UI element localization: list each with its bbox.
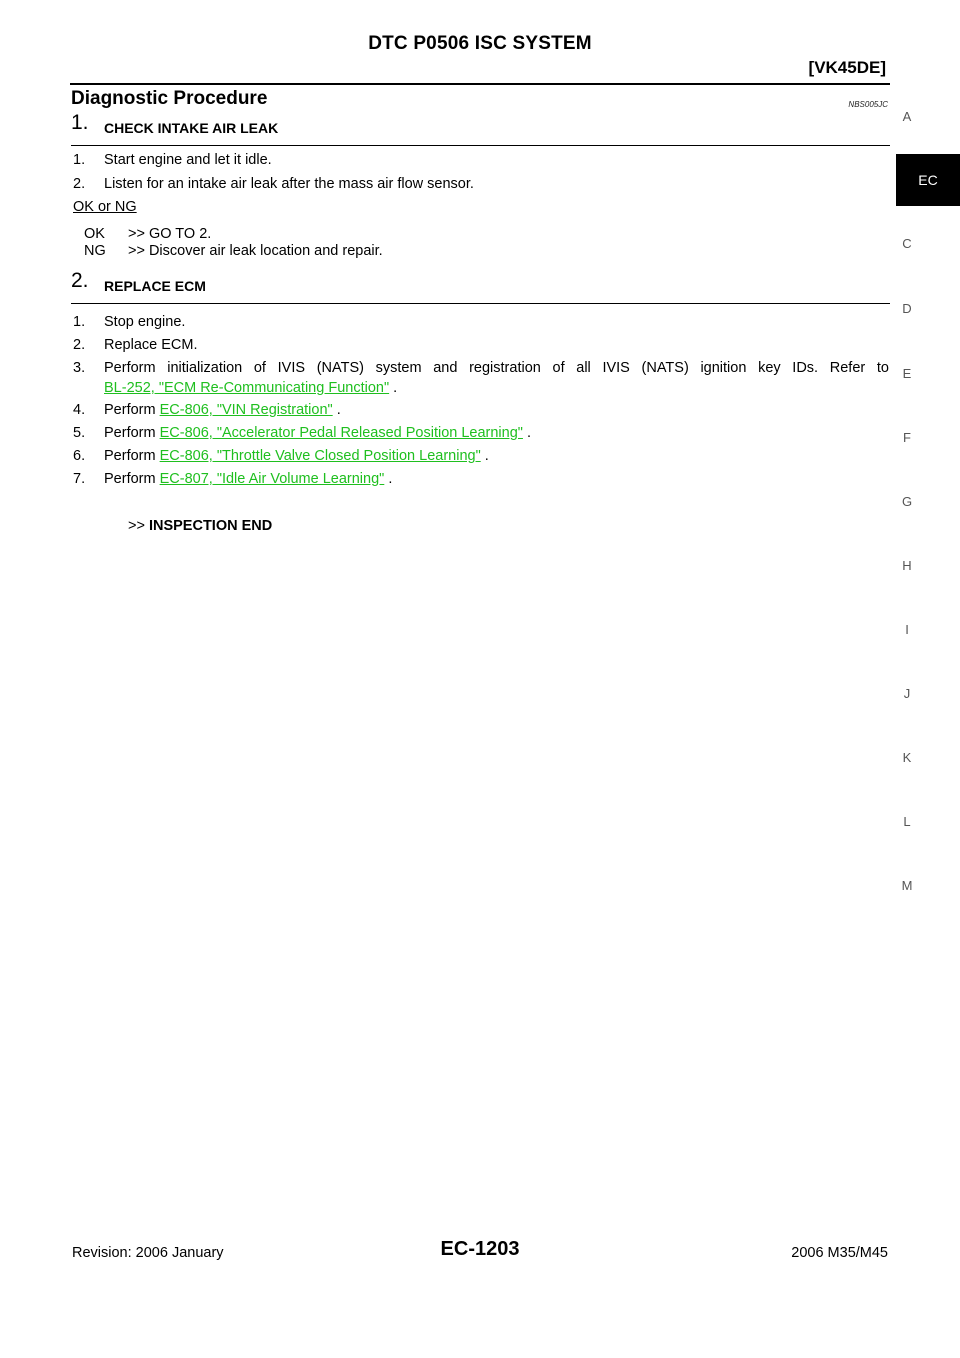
step-2-title: REPLACE ECM (104, 278, 206, 294)
link-ec-806-vin[interactable]: EC-806, "VIN Registration" (159, 402, 333, 418)
side-tab-f[interactable]: F (903, 430, 911, 445)
step-1-item-2: 2.Listen for an intake air leak after th… (73, 176, 474, 192)
step-2-heading: 2. REPLACE ECM (71, 269, 890, 304)
section-title: Diagnostic Procedure (71, 88, 268, 109)
side-tab-e[interactable]: E (902, 366, 912, 381)
footer-revision: Revision: 2006 January (72, 1245, 224, 1261)
inspection-end: >> INSPECTION END (128, 518, 273, 534)
step-1-heading: 1. CHECK INTAKE AIR LEAK (71, 111, 890, 146)
side-tab-ec-active[interactable]: EC (896, 154, 960, 206)
link-ec-806-accelerator[interactable]: EC-806, "Accelerator Pedal Released Posi… (159, 425, 523, 441)
ok-or-ng-label: OK or NG (73, 199, 137, 215)
side-tab-l[interactable]: L (903, 814, 911, 829)
engine-code: [VK45DE] (808, 58, 886, 77)
side-tab-a[interactable]: A (902, 109, 912, 124)
link-ec-807-idle-air[interactable]: EC-807, "Idle Air Volume Learning" (159, 471, 385, 487)
step-2-item-3-reference: BL-252, "ECM Re-Communicating Function" … (104, 380, 398, 396)
step-1-number: 1. (71, 111, 89, 134)
footer-page-number: EC-1203 (440, 1238, 520, 1260)
step-2-number: 2. (71, 269, 89, 292)
side-tab-c[interactable]: C (902, 236, 912, 251)
section-code: NBS005JC (848, 100, 888, 109)
side-tab-g[interactable]: G (901, 494, 913, 509)
side-tab-j[interactable]: J (903, 686, 911, 701)
step-2-item-2: 2.Replace ECM. (73, 337, 198, 353)
step-2-item-1: 1.Stop engine. (73, 314, 186, 330)
step-1-item-1: 1.Start engine and let it idle. (73, 152, 272, 168)
link-ec-806-throttle[interactable]: EC-806, "Throttle Valve Closed Position … (159, 448, 481, 464)
step-2-item-6: 6.Perform EC-806, "Throttle Valve Closed… (73, 448, 489, 464)
link-bl-252[interactable]: BL-252, "ECM Re-Communicating Function" (104, 380, 390, 396)
step-2-item-4: 4.Perform EC-806, "VIN Registration" . (73, 402, 341, 418)
result-ok: OK>> GO TO 2. (84, 226, 212, 242)
step-1-title: CHECK INTAKE AIR LEAK (104, 120, 279, 136)
side-tab-i[interactable]: I (905, 622, 909, 637)
step-2-item-7: 7.Perform EC-807, "Idle Air Volume Learn… (73, 471, 393, 487)
step-2-item-3: 3.Perform initialization of IVIS (NATS) … (73, 360, 889, 376)
result-ng: NG>> Discover air leak location and repa… (84, 243, 383, 259)
header-divider (70, 83, 890, 85)
footer-model: 2006 M35/M45 (791, 1245, 888, 1261)
step-2-item-5: 5.Perform EC-806, "Accelerator Pedal Rel… (73, 425, 531, 441)
page-header-title: DTC P0506 ISC SYSTEM (368, 33, 592, 54)
side-tab-k[interactable]: K (902, 750, 912, 765)
side-tab-h[interactable]: H (902, 558, 912, 573)
side-tab-m[interactable]: M (901, 878, 913, 893)
side-tab-d[interactable]: D (902, 301, 912, 316)
